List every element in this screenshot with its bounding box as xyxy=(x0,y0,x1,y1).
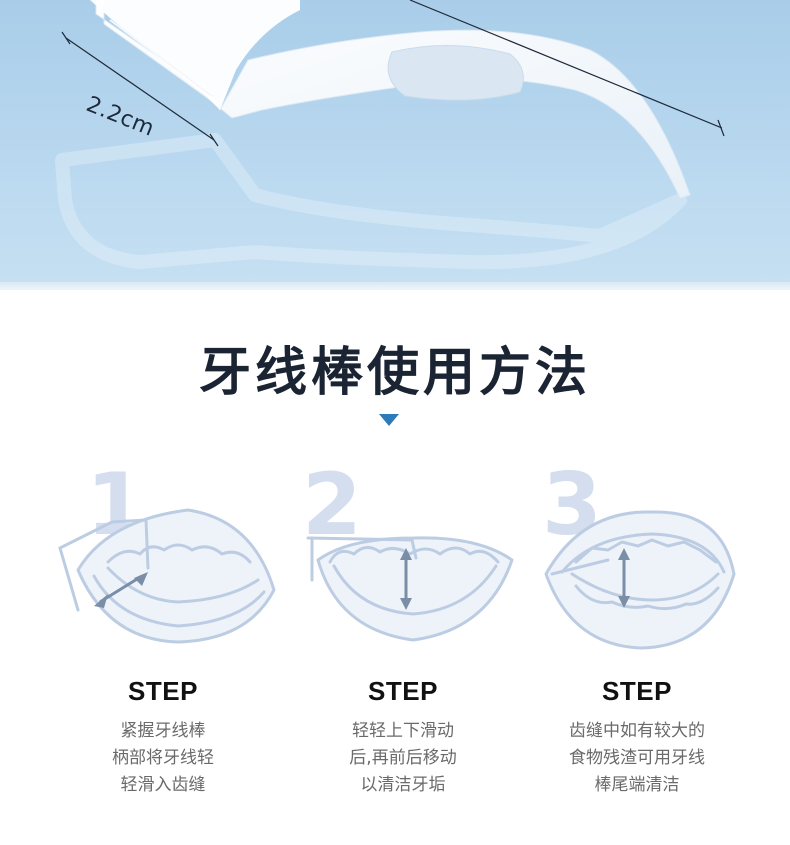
step-description-line: 后,再前后移动 xyxy=(349,748,457,768)
teeth-flossing-illustration xyxy=(544,510,736,650)
step-card-3: 3 STEP 齿缝中如有较大的 食物残渣可用牙线 棒尾端清洁 xyxy=(512,450,762,830)
step-description-line: 柄部将牙线轻 xyxy=(112,748,214,768)
step-description-line: 轻滑入齿缝 xyxy=(120,775,206,795)
step-description-line: 紧握牙线棒 xyxy=(120,721,206,741)
step-card-1: 1 STEP 紧握牙线棒 柄部将牙线轻 轻滑入齿缝 xyxy=(38,450,288,830)
step-number: 2 xyxy=(302,455,362,555)
step-description-line: 以清洁牙垢 xyxy=(360,775,446,795)
step-label: STEP xyxy=(128,676,198,706)
step-card-2: 2 STEP 轻轻上下滑动 后,再前后移动 以清洁牙垢 xyxy=(278,450,528,830)
step-description: 紧握牙线棒 柄部将牙线轻 轻滑入齿缝 xyxy=(38,718,288,799)
arrow-icon xyxy=(94,572,148,608)
flosser-product-image xyxy=(55,0,725,270)
teeth-flossing-illustration xyxy=(306,536,514,642)
flosser-reflection xyxy=(55,133,687,270)
step-label: STEP xyxy=(602,676,672,706)
step-description-line: 棒尾端清洁 xyxy=(594,775,680,795)
hero-divider xyxy=(0,282,790,290)
step-description: 轻轻上下滑动 后,再前后移动 以清洁牙垢 xyxy=(278,718,528,799)
measurement-line xyxy=(61,0,725,147)
arrow-icon xyxy=(400,548,412,610)
step-description-line: 食物残渣可用牙线 xyxy=(569,748,705,768)
arrow-icon xyxy=(618,548,630,608)
step-description: 齿缝中如有较大的 食物残渣可用牙线 棒尾端清洁 xyxy=(512,718,762,799)
step-label: STEP xyxy=(368,676,438,706)
step-description-line: 齿缝中如有较大的 xyxy=(569,721,705,741)
teeth-flossing-illustration xyxy=(58,508,276,644)
step-description-line: 轻轻上下滑动 xyxy=(352,721,454,741)
page-title: 牙线棒使用方法 xyxy=(198,343,591,403)
hero-product-image: 2.2cm xyxy=(0,0,790,290)
title-marker-icon xyxy=(379,414,399,426)
